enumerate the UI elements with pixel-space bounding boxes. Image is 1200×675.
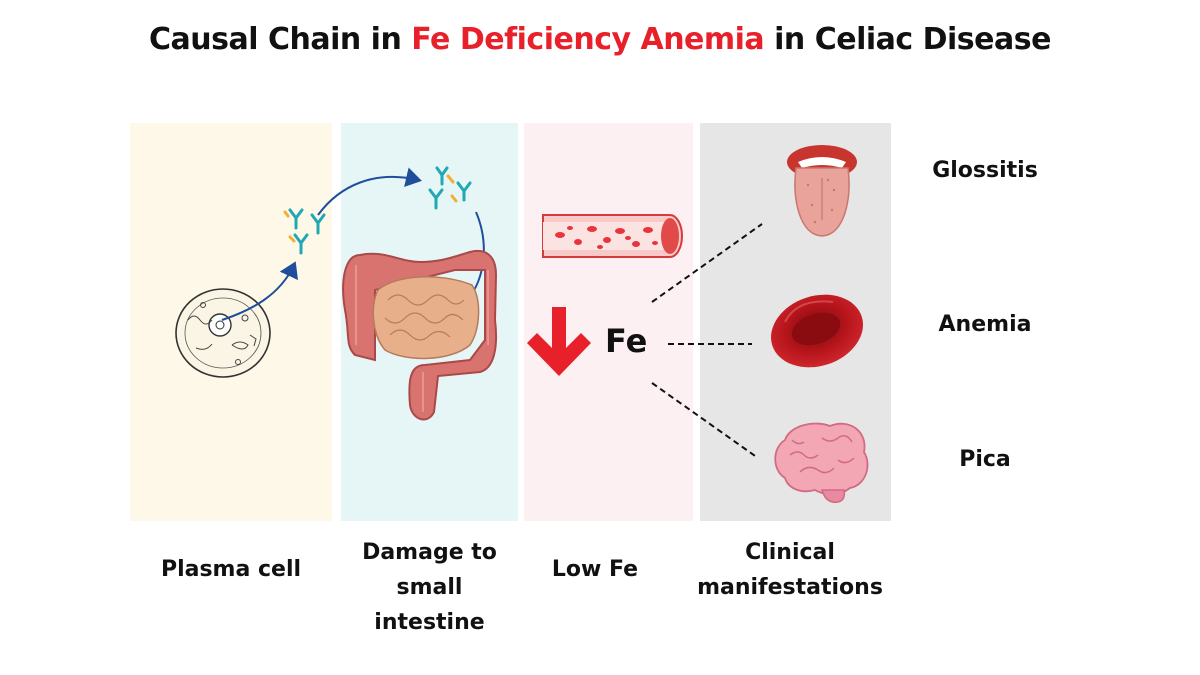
caption-plasma-cell: Plasma cell <box>160 557 302 582</box>
title-suffix: in Celiac Disease <box>764 22 1051 57</box>
label-glossitis: Glossitis <box>932 158 1038 183</box>
connector-glossitis <box>651 223 763 303</box>
down-arrow-icon <box>527 307 591 376</box>
label-anemia: Anemia <box>938 312 1032 337</box>
fe-label: Fe <box>605 322 648 360</box>
red-blood-cell-icon <box>771 294 863 368</box>
tongue-icon <box>787 145 857 237</box>
blood-vessel-icon <box>542 214 683 258</box>
plasma-cell-icon <box>175 288 271 378</box>
caption-low-fe: Low Fe <box>551 557 639 582</box>
brain-icon <box>774 422 869 503</box>
label-pica: Pica <box>959 447 1011 472</box>
title-prefix: Causal Chain in <box>149 22 412 57</box>
caption-clinical: Clinical manifestations <box>697 540 883 600</box>
flow-arrow <box>221 261 298 321</box>
diagram-title: Causal Chain in Fe Deficiency Anemia in … <box>0 22 1200 57</box>
intestine-icon <box>342 250 498 421</box>
antibody-icon <box>283 208 326 255</box>
connector-pica <box>651 382 759 459</box>
title-highlight: Fe Deficiency Anemia <box>411 22 765 57</box>
antibody-icon <box>428 166 472 210</box>
caption-damage: Damage to small intestine <box>362 540 497 635</box>
flow-arrow <box>317 167 422 216</box>
